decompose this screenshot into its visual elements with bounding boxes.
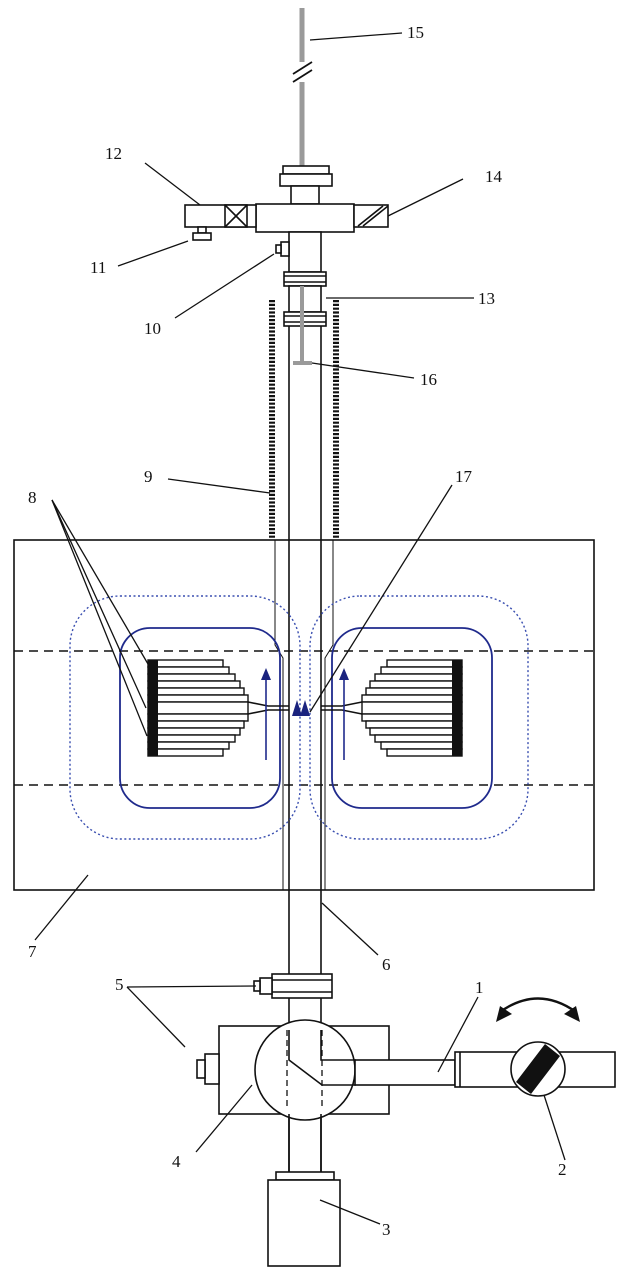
label-5: 5: [115, 975, 124, 994]
label-17: 17: [455, 467, 473, 486]
label-12: 12: [105, 144, 122, 163]
label-6: 6: [382, 955, 391, 974]
label-10: 10: [144, 319, 161, 338]
magnet-box-7: [13, 539, 595, 891]
label-11: 11: [90, 258, 106, 277]
label-13: 13: [478, 289, 495, 308]
label-14: 14: [485, 167, 503, 186]
label-9: 9: [144, 467, 153, 486]
label-1: 1: [475, 978, 484, 997]
flanges-13: [283, 271, 327, 327]
rod-tip-16: [293, 286, 312, 365]
leader-lines: [34, 32, 566, 1225]
pole-piece-left-8: [147, 659, 289, 757]
label-2: 2: [558, 1160, 567, 1179]
rotary-valve-2: [496, 997, 580, 1097]
cross-fitting: [255, 165, 355, 273]
chamber-4: [196, 1019, 390, 1121]
labels: 15 12 14 11 10 13 16 9 17 8 7 6 5 1 4 2 …: [28, 23, 567, 1239]
port-11: [192, 226, 212, 241]
field-arrows-17: [261, 668, 349, 760]
label-3: 3: [382, 1220, 391, 1239]
valve-12: [184, 204, 257, 228]
valve-5-upper: [253, 973, 333, 999]
window-14: [353, 204, 389, 228]
label-7: 7: [28, 942, 37, 961]
pole-piece-right: [321, 659, 463, 757]
field-lines: [69, 595, 529, 840]
label-15: 15: [407, 23, 424, 42]
label-8: 8: [28, 488, 37, 507]
label-4: 4: [172, 1152, 181, 1171]
heater-coil-9: [269, 300, 339, 538]
rod-15: [292, 8, 313, 168]
side-arm-1: [354, 1051, 616, 1088]
base-3: [267, 1114, 341, 1267]
label-16: 16: [420, 370, 437, 389]
valve-10: [275, 241, 290, 257]
